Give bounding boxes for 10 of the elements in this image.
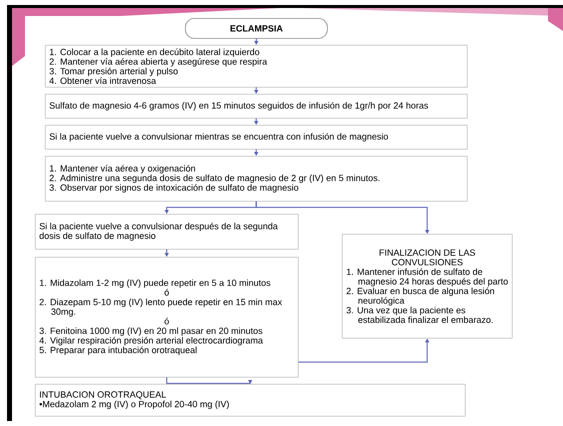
condition-box: Si la paciente vuelve a convulsionar después de la segunda dosis de sulfato de magnesio [35,214,298,250]
process-box: Sulfato de magnesio 4-6 gramos (IV) en 15 minutos seguidos de infusión de 1gr/h por 24 horas [45,94,468,118]
start-box: ECLAMPSIA [185,18,328,39]
process-box: INTUBACION OROTRAQUEAL •Medazolam 2 mg (IV) o Propofol 20-40 mg (IV) [35,384,466,416]
steps-box: 1. Colocar a la paciente en decúbito lateral izquierdo 2. Mantener vía aérea abierta y asegúrese que respira 3. Tomar presión arterial y pulso 4. Obtener vía intravenosa [45,45,468,88]
arrow [166,376,252,384]
condition-box: Si la paciente vuelve a convulsionar mientras se encuentra con infusión de magnesio [45,125,468,150]
outcome-box: FINALIZACION DE LAS CONVULSIONES 1. Mantener infusión de sulfato de magnesio 24 horas después del parto 2. Evaluar en busca de alguna lesión neurológica 3. Una vez que la paciente es estabilizada finalizar el embarazo. [342,234,512,338]
steps-box: 1. Mantener vía aérea y oxigenación 2. Administre una segunda dosis de sulfato de magnesio de 2 gr (IV) en 5 minutos. 3. Observar por signos de intoxicación de sulfato de magnesio [45,156,468,202]
steps-box: 1. Midazolam 1-2 mg (IV) puede repetir en 5 a 10 minutos ó 2. Diazepam 5-10 mg (IV) lento puede repetir en 15 min max 30mg. ó 3. Fenitoina 1000 mg (IV) en 20 ml pasar en 20 minutos 4. Vigilar respiración presión arterial electrocardiograma 5. Preparar para intubación orotraqueal [35,257,298,378]
